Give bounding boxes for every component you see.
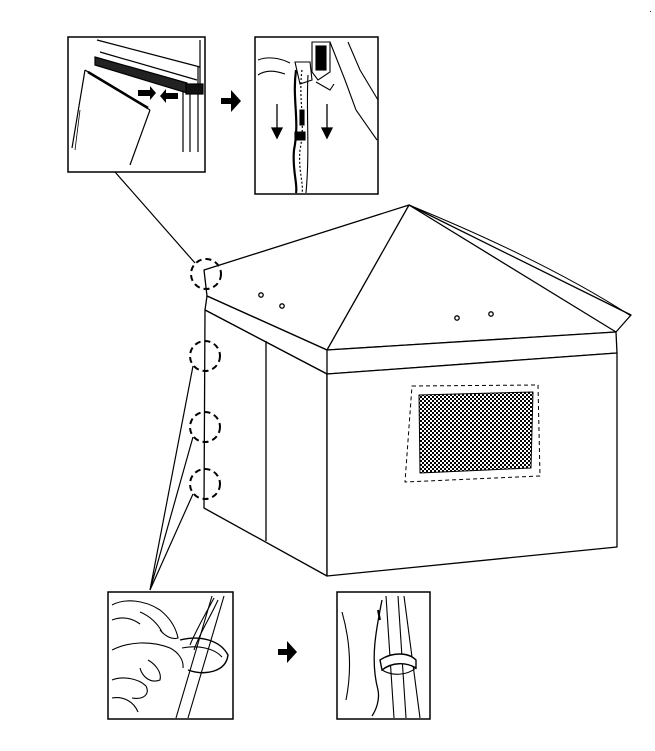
callout-circle xyxy=(189,411,221,443)
leader-lines xyxy=(114,171,196,591)
roof-grommet xyxy=(258,292,264,298)
detail-bottom-left xyxy=(107,591,234,720)
callout-circles xyxy=(189,258,222,500)
callout-circle xyxy=(190,258,222,290)
roof-grommet xyxy=(279,303,285,309)
tent xyxy=(203,204,632,577)
step-arrow-top xyxy=(221,90,241,112)
push-arrow-icon xyxy=(160,89,178,103)
detail-top-left xyxy=(67,36,206,173)
corner-mark: · xyxy=(649,6,652,16)
callout-circle xyxy=(189,340,221,372)
detail-top-right xyxy=(254,36,379,195)
step-arrow-bottom xyxy=(278,641,297,663)
mesh-window xyxy=(404,384,541,483)
roof-grommet xyxy=(488,311,494,317)
detail-bottom-right xyxy=(336,591,431,720)
pull-down-arrows xyxy=(270,104,334,140)
callout-circle xyxy=(189,468,221,500)
roof-grommet xyxy=(454,315,460,321)
push-arrow-icon xyxy=(138,86,156,100)
